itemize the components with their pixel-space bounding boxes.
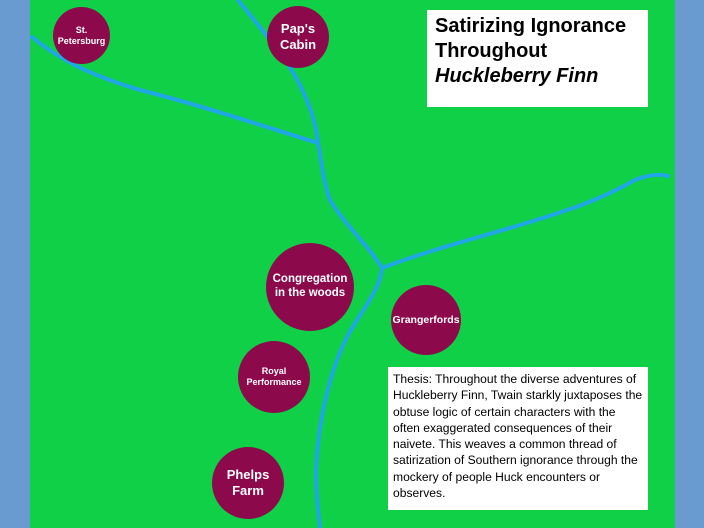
location-label: Grangerfords xyxy=(392,313,460,326)
location-royal-performance[interactable]: Royal Performance xyxy=(238,341,310,413)
location-st-petersburg[interactable]: St. Petersburg xyxy=(53,7,110,64)
location-phelps-farm[interactable]: Phelps Farm xyxy=(212,447,284,519)
river-northwest-branch xyxy=(30,35,320,145)
location-grangerfords[interactable]: Grangerfords xyxy=(391,285,461,355)
location-label: St. Petersburg xyxy=(57,24,106,46)
river-north-branch xyxy=(236,0,320,145)
location-paps-cabin[interactable]: Pap's Cabin xyxy=(267,6,329,68)
thesis-box: Thesis: Throughout the diverse adventure… xyxy=(388,367,648,510)
location-congregation-in-the-woods[interactable]: Congregation in the woods xyxy=(266,243,354,331)
location-label: Phelps Farm xyxy=(226,467,270,498)
title-line-1: Satirizing Ignorance xyxy=(435,15,627,37)
river-main-lower xyxy=(314,266,384,528)
title-line-3: Huckleberry Finn xyxy=(435,65,599,87)
thesis-text: Thesis: Throughout the diverse adventure… xyxy=(393,372,643,501)
location-label: Congregation in the woods xyxy=(272,273,348,299)
title-box: Satirizing Ignorance Throughout Hucklebe… xyxy=(427,10,648,107)
river-east-branch xyxy=(380,172,670,270)
location-label: Pap's Cabin xyxy=(279,21,317,52)
title-line-2: Throughout xyxy=(435,40,548,62)
river-main-upper xyxy=(316,141,384,270)
location-label: Royal Performance xyxy=(246,366,302,387)
